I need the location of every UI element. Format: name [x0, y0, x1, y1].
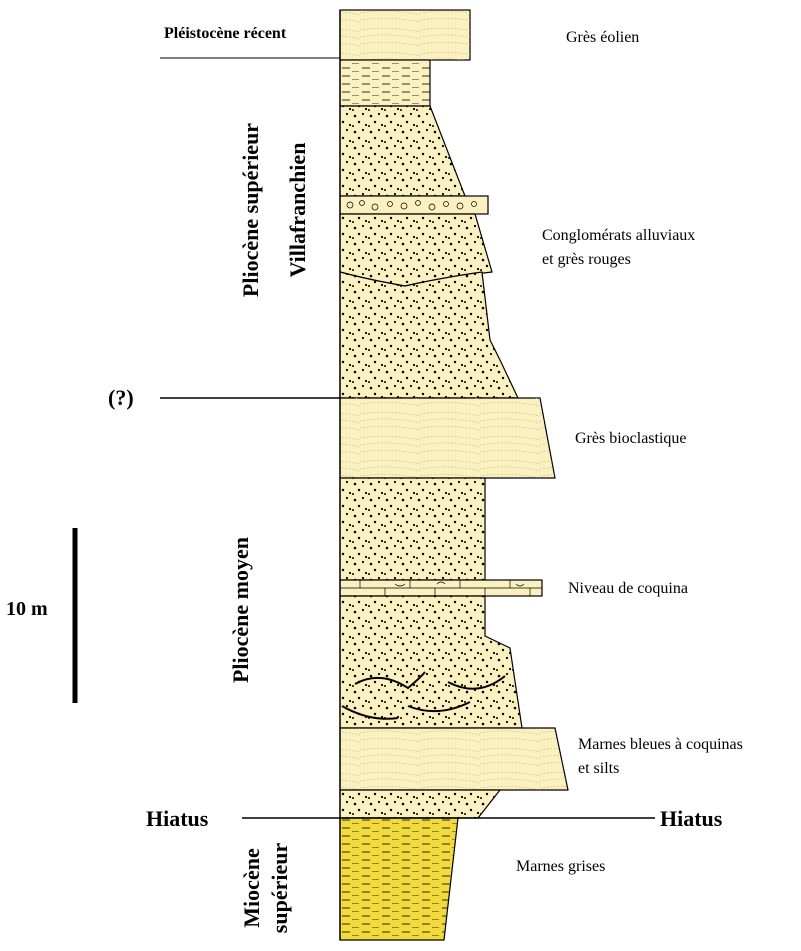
- label-marnes-bleues-2: et silts: [578, 760, 619, 777]
- layer-sandstone-basal: [340, 790, 500, 818]
- label-villafranchien: Villafranchien: [285, 143, 310, 278]
- label-gres-bioclastique: Grès bioclastique: [575, 430, 687, 447]
- label-gres-eolien: Grès éolien: [566, 29, 639, 46]
- layer-gres-bioclastique: [340, 398, 555, 478]
- label-conglomerats-1: Conglomérats alluviaux: [542, 227, 695, 244]
- label-coquina: Niveau de coquina: [568, 580, 688, 597]
- label-hiatus-left: Hiatus: [146, 806, 209, 831]
- label-marnes-bleues-1: Marnes bleues à coquinas: [578, 736, 743, 753]
- layer-conglomerate: [340, 196, 488, 214]
- layer-laminated-silt: [340, 60, 430, 106]
- label-hiatus-right: Hiatus: [660, 806, 723, 831]
- label-scale: 10 m: [6, 598, 48, 620]
- layer-sandstone-lower: [340, 596, 522, 728]
- label-superieur: supérieur: [267, 843, 292, 934]
- label-marnes-grises: Marnes grises: [516, 858, 605, 875]
- label-question: (?): [108, 385, 134, 410]
- layer-sandstone-middle: [340, 478, 485, 580]
- layer-coquina: [340, 580, 542, 596]
- layer-marnes-bleues: [340, 728, 568, 790]
- label-miocene: Miocène: [239, 848, 264, 928]
- layer-gres-eolien: [340, 10, 470, 60]
- layer-marnes-grises: [340, 818, 458, 940]
- layer-sandstone-upper: [340, 106, 465, 196]
- label-pliocene-moyen: Pliocène moyen: [228, 537, 253, 683]
- label-pliocene-superieur: Pliocène supérieur: [238, 123, 263, 297]
- label-pleistocene: Pléistocène récent: [164, 25, 287, 42]
- label-conglomerats-2: et grès rouges: [542, 251, 631, 268]
- layer-sandstone-main: [340, 272, 518, 398]
